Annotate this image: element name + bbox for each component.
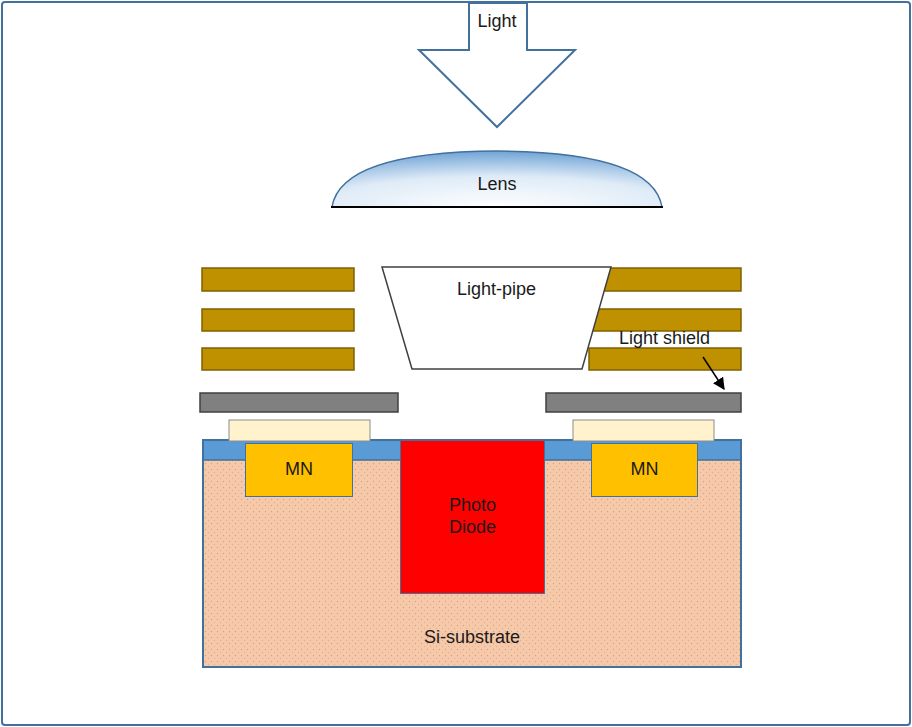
transistor-box: MN bbox=[245, 443, 353, 497]
photodiode-box: Photo Diode bbox=[400, 440, 545, 594]
transistor-box: MN bbox=[591, 443, 698, 497]
part-label: Light shield bbox=[619, 328, 710, 350]
node-text: MN bbox=[285, 459, 313, 481]
light-arrow: Light bbox=[418, 2, 576, 128]
node-text: Photo Diode bbox=[433, 495, 513, 538]
metal-bar bbox=[589, 348, 741, 370]
block-arrow bbox=[419, 3, 575, 127]
light-pipe: Light-pipe bbox=[381, 266, 612, 370]
gate-pad bbox=[229, 420, 370, 441]
metal-bar bbox=[589, 268, 741, 291]
metal-bar bbox=[202, 348, 354, 370]
oxide-edge bbox=[545, 459, 591, 461]
node-text: Light-pipe bbox=[457, 279, 536, 301]
metal-bar bbox=[589, 309, 741, 331]
node-text: MN bbox=[631, 459, 659, 481]
light-shield bbox=[546, 393, 741, 412]
metal-bar bbox=[202, 268, 354, 291]
leader-line bbox=[703, 357, 724, 389]
substrate: Si-substrate MN Photo Diode MN bbox=[203, 440, 741, 667]
oxide-edge bbox=[698, 459, 740, 461]
lens-body bbox=[332, 151, 662, 207]
metal-layers bbox=[202, 268, 741, 370]
substrate-body bbox=[203, 440, 741, 667]
oxide-edge bbox=[353, 459, 400, 461]
node-text: Lens bbox=[477, 174, 516, 196]
lens-base bbox=[331, 206, 663, 208]
light-shield bbox=[200, 393, 398, 412]
pipe-outline bbox=[382, 267, 611, 369]
oxide-edge bbox=[204, 459, 245, 461]
node-text: Light bbox=[477, 11, 516, 33]
lens: Lens bbox=[331, 150, 663, 208]
node-text: Si-substrate bbox=[424, 627, 520, 649]
gate-pad bbox=[573, 420, 714, 441]
metal-bar bbox=[202, 309, 354, 331]
